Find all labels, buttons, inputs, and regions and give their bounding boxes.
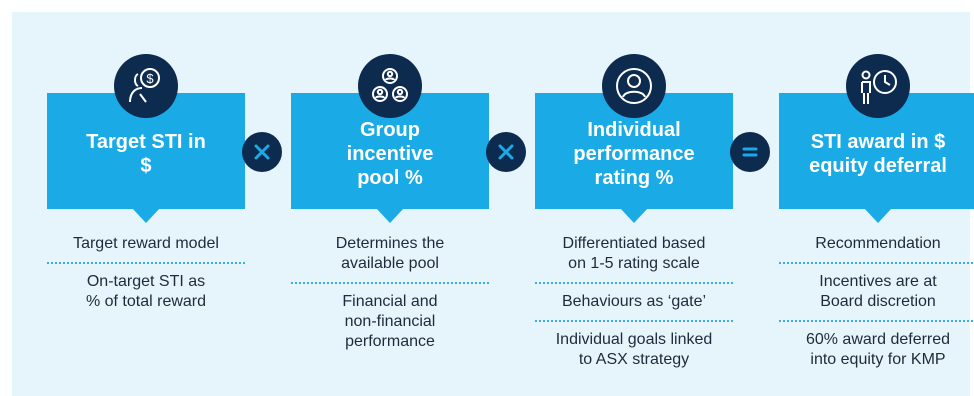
multiply-icon [242, 132, 282, 172]
description-item: On-target STI as % of total reward [85, 273, 207, 310]
column-description: Target reward model On-target STI as % o… [47, 234, 245, 312]
dotted-separator [779, 262, 974, 264]
dotted-separator [47, 262, 245, 264]
column-description: Determines the available pool Financial … [291, 234, 489, 352]
description-item: Determines the available pool [335, 235, 445, 272]
group-people-icon [358, 54, 422, 118]
money-person-icon: $ [114, 54, 178, 118]
person-clock-icon [846, 54, 910, 118]
equals-icon [730, 132, 770, 172]
multiply-icon [486, 132, 526, 172]
description-item: Target reward model [73, 235, 219, 252]
description-item: 60% award deferred into equity for KMP [805, 331, 951, 368]
person-icon [602, 54, 666, 118]
description-item: Behaviours as ‘gate’ [561, 293, 707, 310]
column-title: Group incentive pool % [346, 119, 434, 189]
individual-rating-box: Individual performance rating % [535, 93, 733, 223]
description-item: Differentiated based on 1-5 rating scale [562, 235, 706, 272]
dotted-separator [535, 282, 733, 284]
dotted-separator [291, 282, 489, 284]
dotted-separator [779, 320, 974, 322]
column-description: Recommendation Incentives are at Board d… [779, 234, 974, 370]
column-description: Differentiated based on 1-5 rating scale… [535, 234, 733, 370]
sti-diagram-panel: Target STI in $ $ Target reward model On… [12, 12, 974, 396]
description-item: Incentives are at Board discretion [819, 273, 937, 310]
column-title: STI award in $ equity deferral [809, 131, 947, 177]
dotted-separator [535, 320, 733, 322]
description-item: Individual goals linked to ASX strategy [555, 331, 713, 368]
column-title: Target STI in $ [86, 131, 206, 177]
column-title: Individual performance rating % [573, 119, 695, 189]
description-item: Financial and non-financial performance [342, 293, 438, 350]
svg-text:$: $ [146, 71, 154, 86]
description-item: Recommendation [815, 235, 941, 252]
